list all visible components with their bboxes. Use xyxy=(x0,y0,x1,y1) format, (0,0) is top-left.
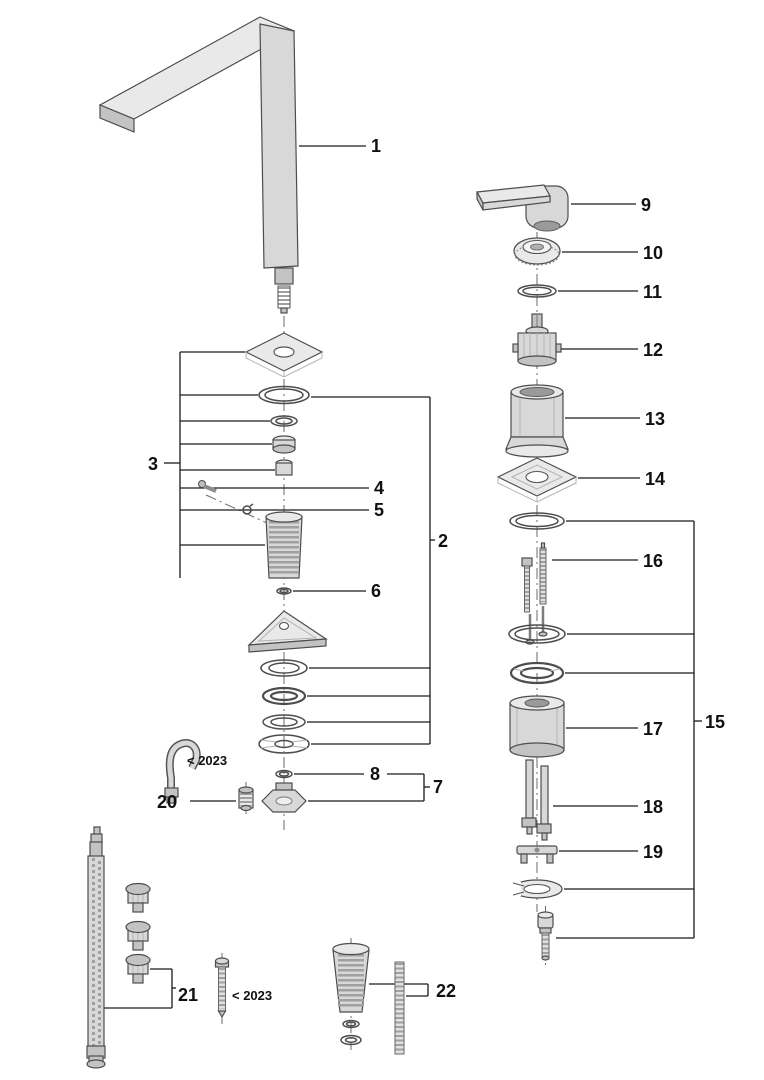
part-label-5: 5 xyxy=(374,500,384,520)
part-label-13: 13 xyxy=(645,409,665,429)
part-label-7: 7 xyxy=(433,777,443,797)
part-label-8: 8 xyxy=(370,764,380,784)
part-label-15: 15 xyxy=(705,712,725,732)
part-21-fitting-2 xyxy=(125,920,151,951)
pre-2023-note-part-21: < 2023 xyxy=(232,988,272,1003)
part-3-coil-spring xyxy=(265,511,303,579)
part-19-clamp xyxy=(516,845,558,864)
part-label-19: 19 xyxy=(643,842,663,862)
part-21-flex-hose xyxy=(86,826,106,1069)
part-17-shank xyxy=(509,695,565,758)
part-5-clip xyxy=(242,503,254,515)
part-21-screw xyxy=(214,957,230,1019)
part-22-threaded-rod xyxy=(394,961,405,1055)
part-4-set-screw xyxy=(198,480,217,493)
part-label-17: 17 xyxy=(643,719,663,739)
washer-stack xyxy=(258,659,310,754)
part-label-1: 1 xyxy=(371,136,381,156)
shank-o-rings xyxy=(508,624,566,685)
part-8-ring xyxy=(275,769,293,779)
part-9-lever-handle xyxy=(476,184,569,232)
part-label-4: 4 xyxy=(374,478,384,498)
part-22-coil xyxy=(332,942,370,1046)
part-label-21: 21 xyxy=(178,985,198,1005)
part-3-escutcheon-plate xyxy=(244,332,324,378)
part-label-20: 20 xyxy=(157,792,177,812)
part-21-fitting-3 xyxy=(125,953,151,984)
part-3-seal-rings xyxy=(258,385,310,476)
callout-lines xyxy=(104,145,702,1009)
part-label-18: 18 xyxy=(643,797,663,817)
part-label-9: 9 xyxy=(641,195,651,215)
part-label-14: 14 xyxy=(645,469,665,489)
part-label-2: 2 xyxy=(438,531,448,551)
part-1-spout xyxy=(98,16,299,314)
mounting-bolt xyxy=(537,911,554,961)
part-label-10: 10 xyxy=(643,243,663,263)
part-6-small-ring xyxy=(276,587,292,595)
triangle-flange xyxy=(247,610,328,653)
part-label-12: 12 xyxy=(643,340,663,360)
part-20-curved-outlet xyxy=(164,739,201,804)
part-label-22: 22 xyxy=(436,981,456,1001)
part-label-16: 16 xyxy=(643,551,663,571)
part-21-fitting-1 xyxy=(125,882,151,913)
part-12-cartridge xyxy=(512,313,562,367)
part-label-3: 3 xyxy=(148,454,158,474)
part-11-o-ring xyxy=(517,284,557,298)
part-label-6: 6 xyxy=(371,581,381,601)
part-label-11: 11 xyxy=(643,282,662,302)
part-18-supply-tubes xyxy=(521,759,552,841)
part-14-escutcheon xyxy=(496,457,578,503)
part-10-cap-ring xyxy=(513,237,561,266)
pre-2023-note-part-20: < 2023 xyxy=(187,753,227,768)
part-7-mounting-nut xyxy=(261,782,307,813)
horseshoe-washer xyxy=(506,879,563,899)
part-labels: 1 2 3 4 5 6 7 8 9 10 11 12 13 14 15 16 1… xyxy=(148,136,725,1005)
part-20-plug xyxy=(238,786,254,812)
base-gasket xyxy=(509,512,565,530)
part-13-sleeve xyxy=(505,384,569,458)
